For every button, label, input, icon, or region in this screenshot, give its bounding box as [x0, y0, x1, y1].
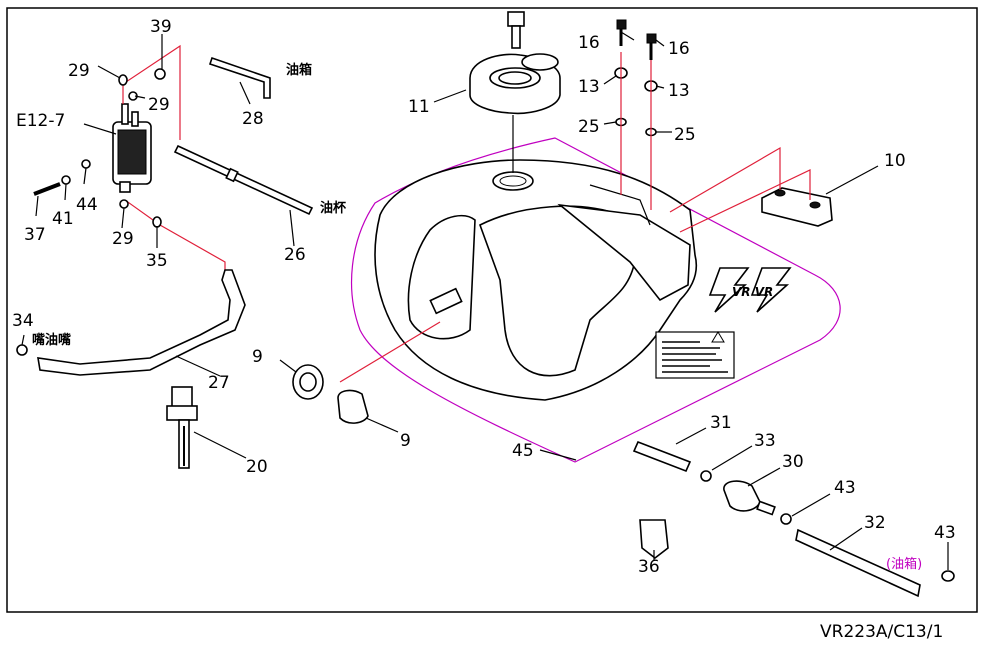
breather-assembly [632, 440, 955, 598]
vr-badge: VR VR [708, 267, 792, 313]
note-carb-nozzle: 嘴油嘴 [32, 332, 71, 348]
callout-16-right: 16 [668, 39, 690, 59]
callout-35: 35 [146, 251, 168, 271]
diagram-border [6, 7, 978, 613]
callout-20: 20 [246, 457, 268, 477]
callout-11: 11 [408, 97, 430, 117]
leader-lines [21, 31, 949, 570]
reference-code: VR223A/C13/1 [820, 622, 943, 642]
hose-leader-lower [124, 199, 226, 270]
hose-28 [208, 56, 271, 99]
hose-leader-upper [122, 44, 181, 140]
fuel-cock [166, 386, 198, 469]
note-fuel-tank: 油箱 [286, 62, 312, 78]
callout-41: 41 [52, 209, 74, 229]
callout-10: 10 [884, 151, 906, 171]
bolt-washer-stack [614, 19, 658, 210]
note-fuel-cup: 油杯 [320, 200, 347, 216]
bracket-36 [639, 519, 669, 560]
callout-39: 39 [150, 17, 172, 37]
fuel-pump [33, 103, 152, 196]
callout-29-mid: 29 [148, 95, 170, 115]
callout-43-mid: 43 [834, 478, 856, 498]
fuel-tank [374, 159, 735, 401]
callout-32: 32 [864, 513, 886, 533]
callout-9-right: 9 [400, 431, 411, 451]
callout-9-left: 9 [252, 347, 263, 367]
callout-34: 34 [12, 311, 34, 331]
callout-45: 45 [512, 441, 534, 461]
callout-26: 26 [284, 245, 306, 265]
callout-36: 36 [638, 557, 660, 577]
callout-13-left: 13 [578, 77, 600, 97]
callout-37: 37 [24, 225, 46, 245]
filler-cap-assembly [469, 11, 561, 173]
note-to-fuel-tank: (油箱) [886, 556, 922, 572]
callout-44: 44 [76, 195, 98, 215]
vr-badge-text: VR VR [732, 285, 773, 299]
callout-13-right: 13 [668, 81, 690, 101]
callout-labels: 39 29 29 28 E12-7 41 44 37 29 35 26 34 2… [12, 17, 956, 642]
callout-30: 30 [782, 452, 804, 472]
hose-27 [37, 269, 246, 376]
callout-27: 27 [208, 373, 230, 393]
callout-29-top: 29 [68, 61, 90, 81]
callout-16-left: 16 [578, 33, 600, 53]
callout-31: 31 [710, 413, 732, 433]
callout-25-right: 25 [674, 125, 696, 145]
rear-rubber-mount [669, 146, 833, 233]
front-dampers [292, 321, 441, 424]
clamp-34 [16, 344, 28, 356]
callout-33: 33 [754, 431, 776, 451]
hose-26 [173, 144, 314, 216]
callout-28: 28 [242, 109, 264, 129]
callout-29-bottom: 29 [112, 229, 134, 249]
callout-25-left: 25 [578, 117, 600, 137]
callout-e12-7: E12-7 [16, 111, 65, 131]
hose-clamps [118, 68, 166, 228]
tank-group-outline [351, 137, 841, 463]
callout-43-right: 43 [934, 523, 956, 543]
